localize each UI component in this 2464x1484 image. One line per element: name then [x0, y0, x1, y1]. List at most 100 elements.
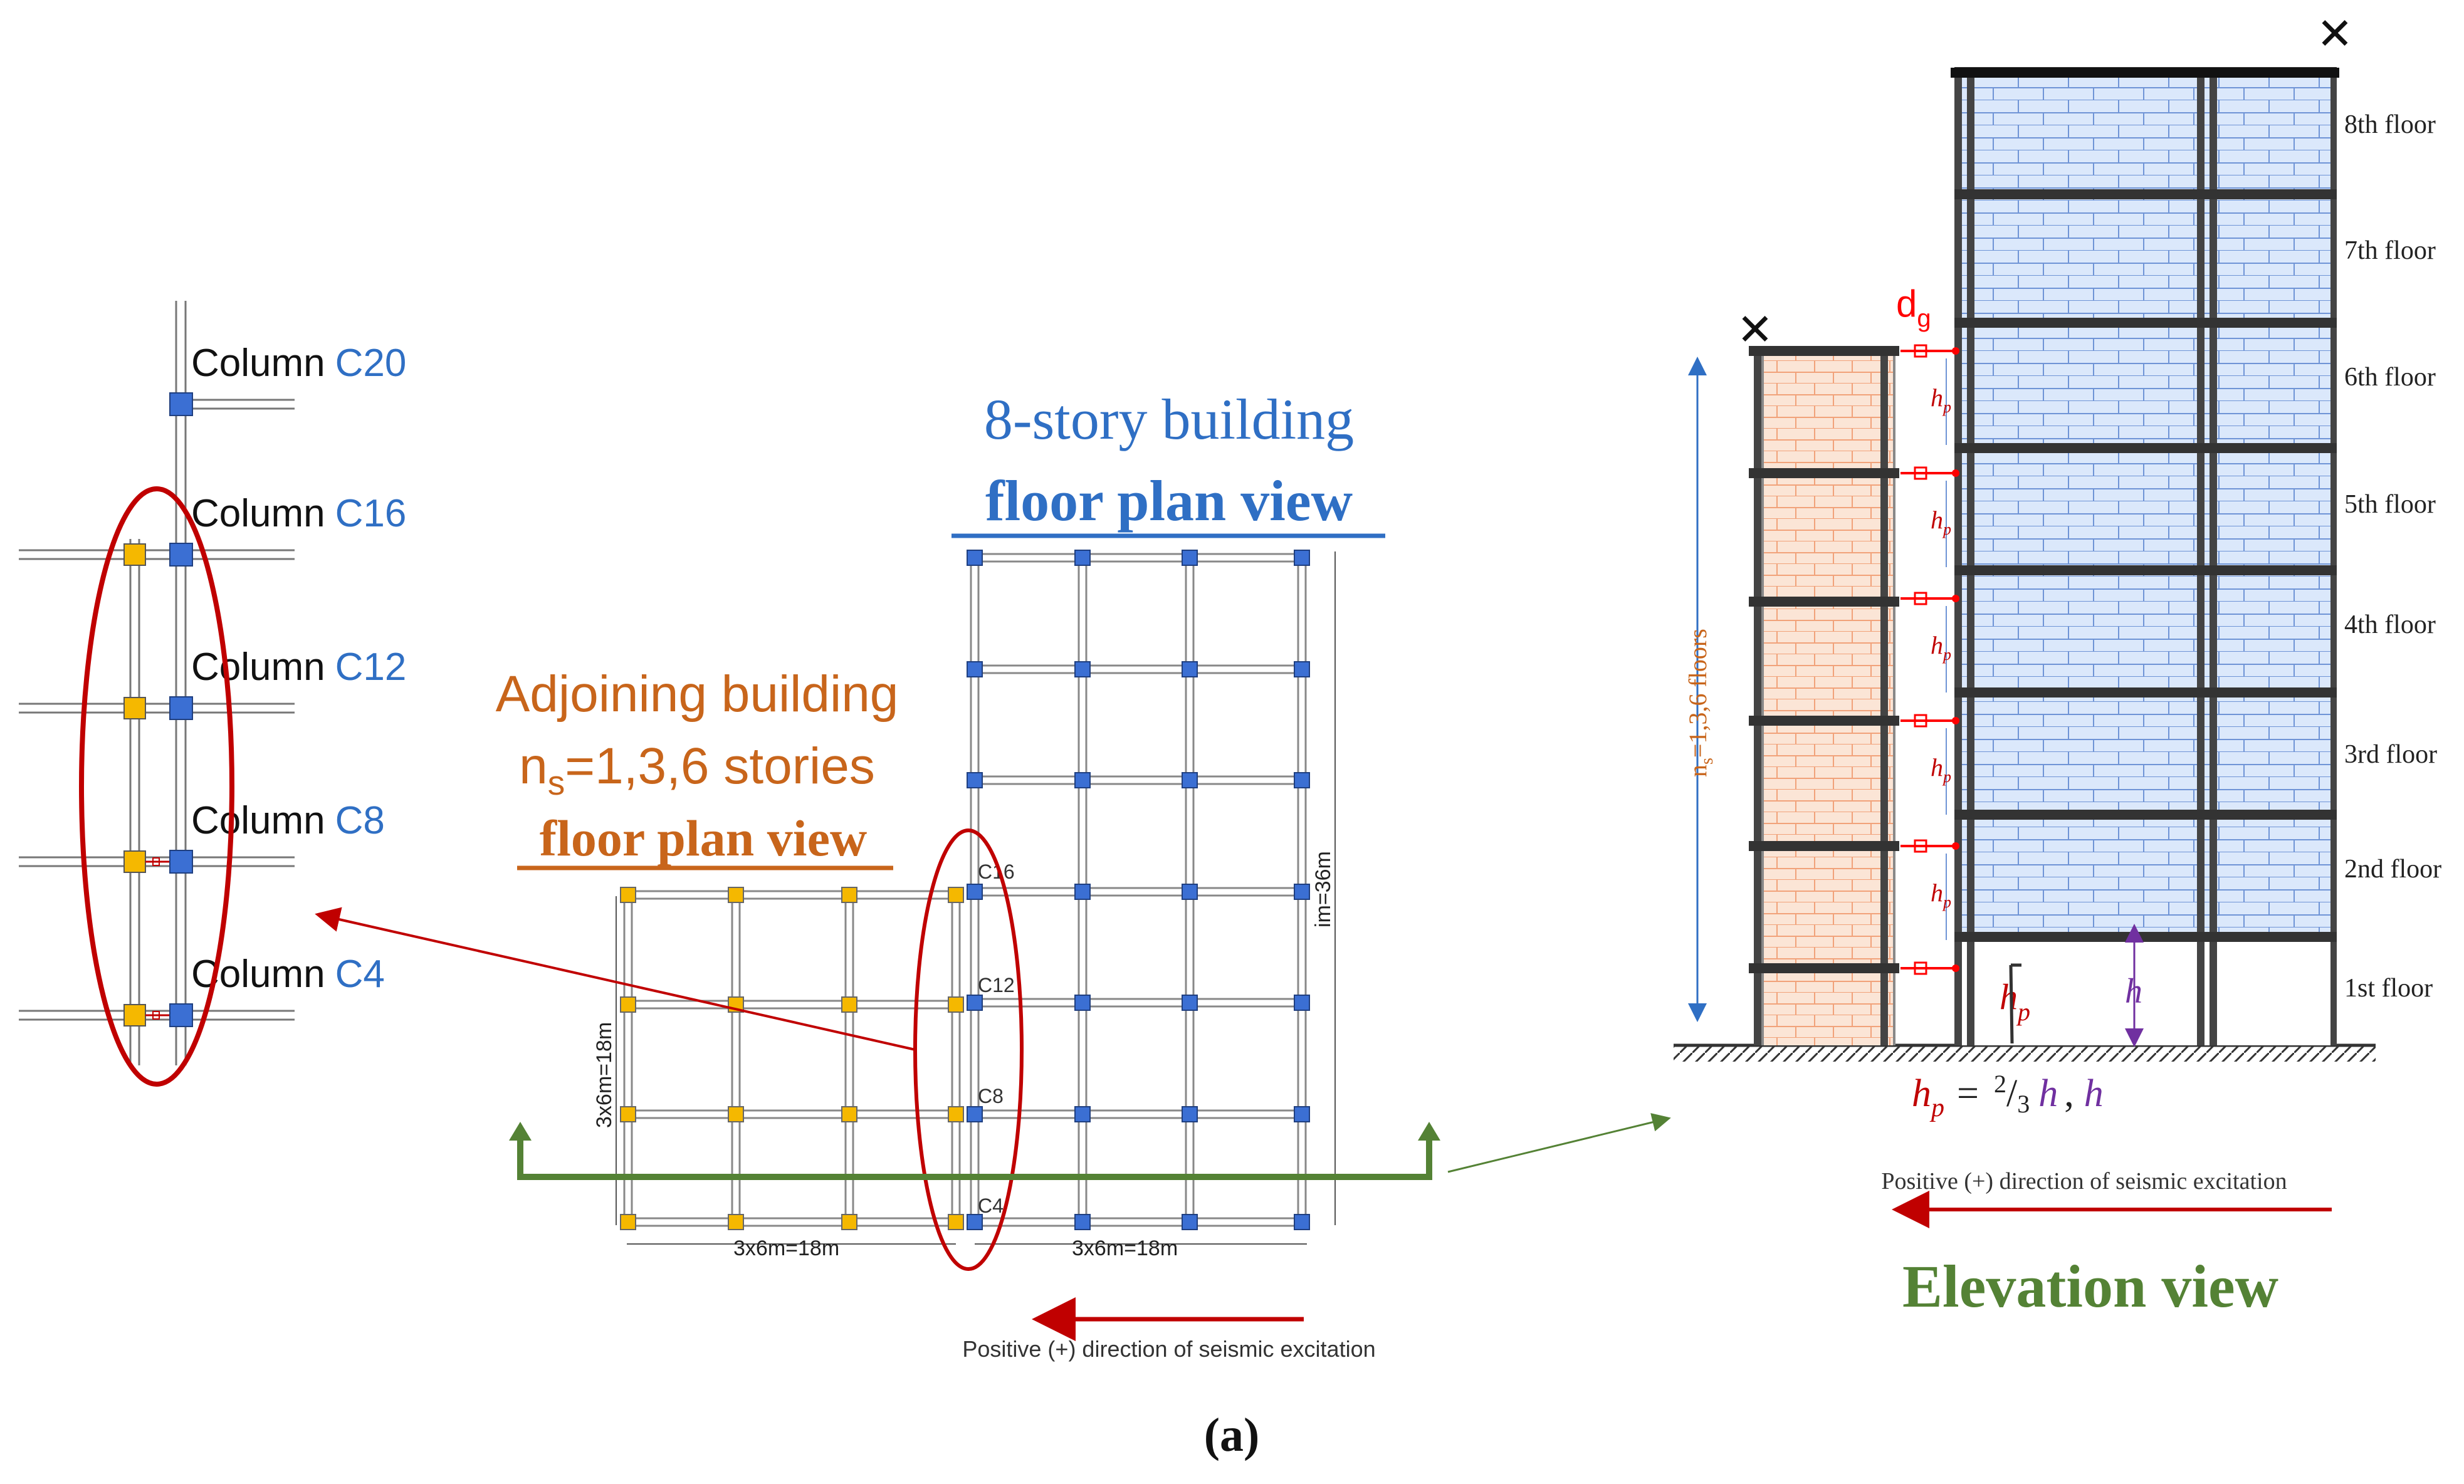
adjoining-column-node — [620, 996, 636, 1013]
figure-caption: (a) — [1204, 1409, 1260, 1461]
main-floor-slab — [1954, 687, 2337, 698]
main-floor-slab — [1954, 318, 2337, 328]
adj-title-line3: floor plan view — [540, 810, 867, 867]
detail-highlight-ellipse — [79, 486, 234, 1087]
detail-adjoining-node-c12 — [123, 697, 146, 719]
main-building — [1954, 72, 2337, 1045]
floor-label-6: 6th floor — [2344, 363, 2436, 392]
main-column-node — [1182, 772, 1198, 788]
adjoining-column-node — [728, 1106, 744, 1122]
elevation-excitation-label: Positive (+) direction of seismic excita… — [1881, 1168, 2287, 1194]
adjoining-floor-slab — [1749, 597, 1899, 607]
main-column-node — [1182, 884, 1198, 900]
elevation-title: Elevation view — [1902, 1253, 2278, 1320]
adjoining-column-node — [728, 887, 744, 903]
main-column-node — [1294, 772, 1310, 788]
main-floor-slab — [1954, 810, 2337, 820]
adjoining-column-node — [841, 887, 857, 903]
main-column-node — [1294, 1214, 1310, 1230]
floor-label-7: 7th floor — [2344, 236, 2436, 265]
main-column-node — [967, 995, 983, 1011]
main-column-node — [1074, 661, 1091, 677]
adjoining-column-node — [620, 887, 636, 903]
adj-title-line2: ns=1,3,6 stories — [519, 738, 875, 802]
detail-adjoining-node-c8 — [123, 850, 146, 873]
adjoining-column-node — [620, 1106, 636, 1122]
main-floor-slab — [1954, 443, 2337, 453]
main-column-node — [967, 550, 983, 566]
main-column-node — [1294, 884, 1310, 900]
floor-label-5: 5th floor — [2344, 490, 2436, 519]
main-column-node — [1182, 1214, 1198, 1230]
elevation-pointer-arrow — [1447, 1113, 1671, 1173]
main-column-node — [1182, 550, 1198, 566]
hp-label: hp — [1931, 631, 1951, 664]
ns-floors-label: ns=1,3,6 floors — [1684, 629, 1717, 777]
adjoining-column-node — [728, 1214, 744, 1230]
detail-main-node-c12 — [169, 696, 193, 720]
column-tag-c4: C4 — [978, 1194, 1004, 1217]
main-column-node — [1294, 1106, 1310, 1122]
main-floor-slab — [1954, 189, 2337, 199]
plan-excitation-label: Positive (+) direction of seismic excita… — [962, 1336, 1375, 1362]
main-column-node — [967, 1214, 983, 1230]
adjoining-floor-slab — [1749, 963, 1899, 973]
floor-label-4: 4th floor — [2344, 610, 2436, 639]
adjoining-floor-slab — [1749, 716, 1899, 726]
adjoining-column-node — [841, 1106, 857, 1122]
main-column-node — [967, 772, 983, 788]
detail-adjoining-node-c4 — [123, 1004, 146, 1027]
floor-label-8: 8th floor — [2344, 110, 2436, 139]
detail-main-node-c20 — [169, 392, 193, 416]
floor-label-3: 3rd floor — [2344, 740, 2437, 769]
adjoining-floor-slab — [1749, 346, 1899, 356]
dim-main-side: im=36m — [1311, 851, 1335, 927]
main-column-node — [1074, 550, 1091, 566]
main-floor-slab — [1954, 565, 2337, 575]
detail-main-node-c16 — [169, 543, 193, 567]
column-tag-c8: C8 — [978, 1085, 1004, 1107]
main-column-node — [1294, 995, 1310, 1011]
hp-first-floor-label: hp — [2000, 976, 2030, 1026]
main-column-node — [967, 884, 983, 900]
main-column-node — [1294, 550, 1310, 566]
top-support-marker: ✕ — [2317, 9, 2354, 58]
adjoining-column-node — [948, 1106, 964, 1122]
adjoining-column-node — [948, 887, 964, 903]
main-column-node — [1074, 884, 1091, 900]
floor-label-1: 1st floor — [2344, 974, 2433, 1003]
main-title-line2: floor plan view — [985, 469, 1353, 533]
main-column-node — [1074, 1106, 1091, 1122]
main-column-node — [1074, 772, 1091, 788]
adjoining-floor-slab — [1749, 468, 1899, 478]
main-column-node — [1182, 995, 1198, 1011]
main-column-node — [1182, 661, 1198, 677]
main-column-node — [1182, 1106, 1198, 1122]
main-title-line1: 8-story building — [984, 387, 1354, 451]
main-column-node — [1294, 661, 1310, 677]
main-column-node — [967, 1106, 983, 1122]
hp-label: hp — [1931, 506, 1951, 538]
adj-title-line1: Adjoining building — [496, 666, 899, 723]
adjoining-floor-slab — [1749, 841, 1899, 851]
main-column-node — [967, 661, 983, 677]
main-column-node — [1074, 995, 1091, 1011]
detail-pointer-arrow — [315, 907, 916, 1051]
adjoining-column-node — [841, 1214, 857, 1230]
adjoining-column-node — [948, 1214, 964, 1230]
adjoining-building — [1754, 351, 1895, 1045]
adjoining-column-node — [620, 1214, 636, 1230]
floor-label-2: 2nd floor — [2344, 855, 2441, 884]
dim-adj-bottom: 3x6m=18m — [733, 1236, 839, 1260]
adjoining-column-node — [841, 996, 857, 1013]
plan-view: 8-story building floor plan view Adjoini… — [315, 387, 1671, 1362]
